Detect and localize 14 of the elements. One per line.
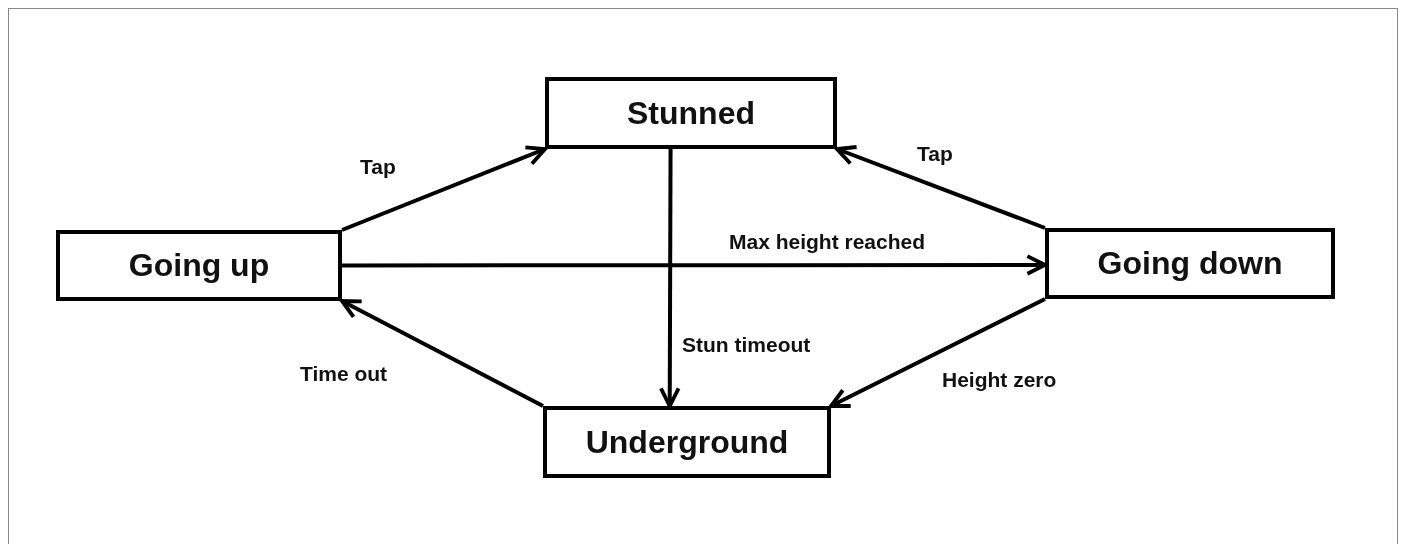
state-name: Going down — [1097, 245, 1283, 282]
arrow — [829, 297, 1046, 408]
state-name: Going up — [128, 247, 270, 284]
arrow — [835, 145, 1046, 230]
arrow — [342, 254, 1047, 276]
state-box — [56, 230, 342, 301]
arrow — [659, 149, 681, 408]
state-name: Stunned — [627, 94, 755, 132]
arrow — [341, 145, 547, 232]
arrow — [340, 299, 544, 408]
state-box — [1045, 228, 1335, 299]
state-box — [545, 77, 837, 149]
state-box — [543, 406, 831, 478]
state-name: Underground — [585, 423, 789, 461]
